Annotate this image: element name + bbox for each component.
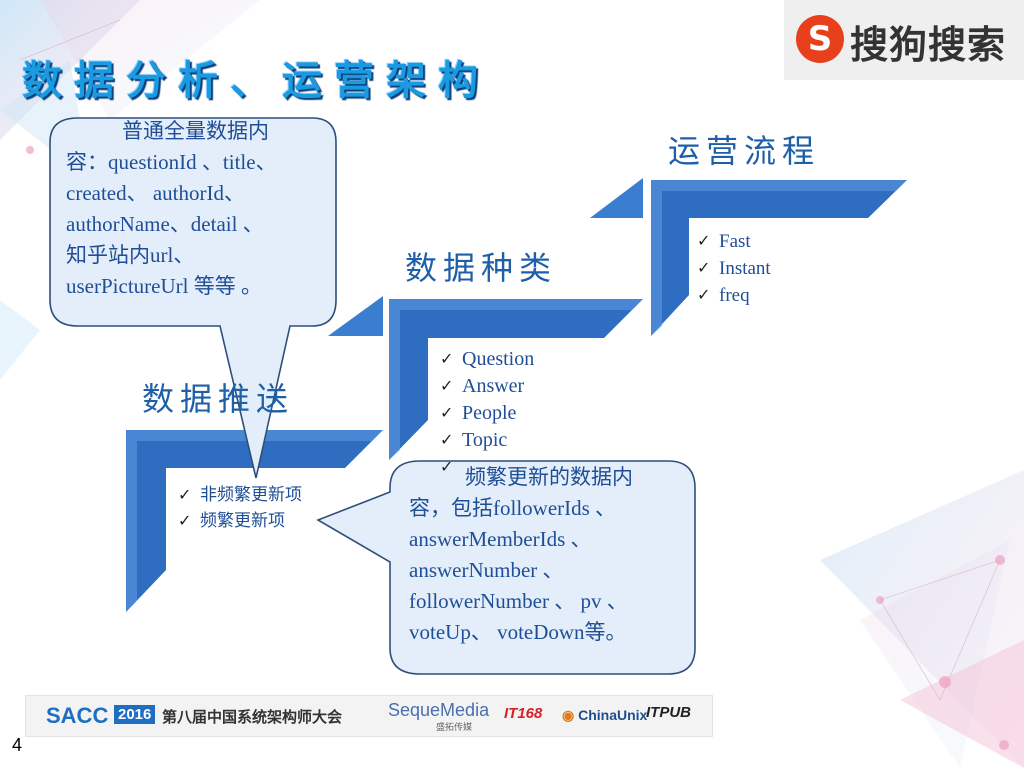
callout-line: created、 authorId、 [66,178,332,209]
chinaunix-icon: ◉ [562,707,578,723]
callout-line: userPictureUrl 等等 。 [66,271,332,302]
callout-line: 普通全量数据内 [66,116,332,147]
page-title: 数据分析、运营架构 [22,48,490,106]
callout-line: answerMemberIds 、 [409,524,691,555]
list-item: ✓freq [697,282,771,309]
conference-name: 第八届中国系统架构师大会 [162,706,342,727]
check-icon: ✓ [440,346,462,373]
sogou-logo-icon: S [796,15,844,63]
callout-line: voteUp、 voteDown等。 [409,617,691,648]
callout-line: followerNumber 、 pv 、 [409,586,691,617]
step-title-push: 数据推送 [142,374,294,420]
step-title-types: 数据种类 [405,243,557,289]
it168-logo: IT168 [504,705,542,722]
callout-line: 容：questionId 、title、 [66,147,332,178]
check-icon: ✓ [697,282,719,309]
sequemedia-subtitle: 盛拓传媒 [436,720,472,733]
callout-bottom-text: 频繁更新的数据内 容，包括followerIds 、 answerMemberI… [409,462,691,648]
check-icon: ✓ [178,482,200,508]
callout-line: answerNumber 、 [409,555,691,586]
step-title-ops: 运营流程 [668,126,820,172]
callout-line: 知乎站内url、 [66,240,332,271]
push-list: ✓非频繁更新项 ✓频繁更新项 [178,482,302,534]
check-icon: ✓ [178,508,200,534]
list-item: ✓People [440,400,534,427]
sogou-logo: S 搜狗搜索 [784,0,1024,80]
check-icon: ✓ [440,373,462,400]
list-item: ✓Topic [440,427,534,454]
sacc-year-badge: 2016 [114,705,155,724]
callout-line: 频繁更新的数据内 [409,462,691,493]
list-item: ✓Answer [440,373,534,400]
callout-top-text: 普通全量数据内 容：questionId 、title、 created、 au… [66,116,332,302]
sequemedia-logo: SequeMedia [388,700,489,721]
list-item: ✓Fast [697,228,771,255]
sogou-logo-text: 搜狗搜索 [850,14,1006,69]
callout-line: authorName、detail 、 [66,209,332,240]
list-item: ✓Instant [697,255,771,282]
list-item: ✓非频繁更新项 [178,482,302,508]
list-item: ✓Question [440,346,534,373]
sacc-logo: SACC [46,703,108,729]
page-number: 4 [12,735,22,756]
footer-sponsor-bar: SACC 2016 第八届中国系统架构师大会 SequeMedia 盛拓传媒 I… [25,695,713,737]
data-types-list: ✓Question ✓Answer ✓People ✓Topic ✓ [440,346,534,481]
itpub-logo: ITPUB [646,704,691,721]
check-icon: ✓ [697,255,719,282]
ops-flow-list: ✓Fast ✓Instant ✓freq [697,228,771,309]
list-item: ✓频繁更新项 [178,508,302,534]
chinaunix-logo: ◉ ChinaUnix [562,707,647,724]
check-icon: ✓ [440,400,462,427]
check-icon: ✓ [440,427,462,454]
callout-line: 容，包括followerIds 、 [409,493,691,524]
check-icon: ✓ [697,228,719,255]
